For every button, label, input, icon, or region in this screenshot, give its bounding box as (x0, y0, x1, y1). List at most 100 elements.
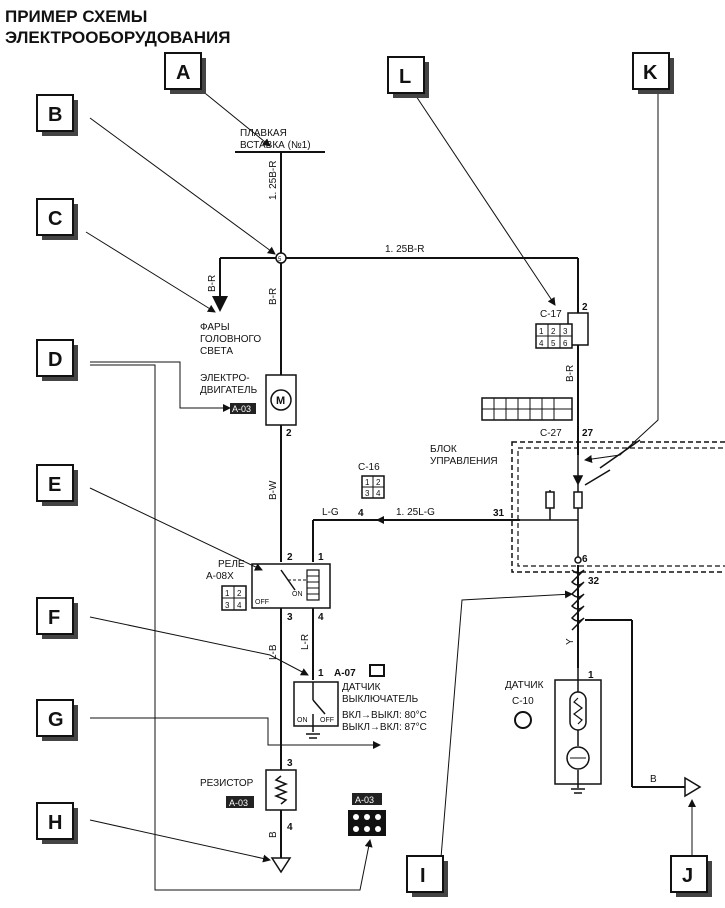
wire-label-main: 1. 25B-R (268, 161, 279, 200)
svg-text:I: I (420, 865, 426, 887)
c17-connector-grid: 1 2 3 4 5 6 (535, 323, 573, 349)
c27-pin: 27 (582, 428, 594, 439)
svg-text:D: D (48, 349, 62, 371)
wire-label-relay-ctrl: 1. 25L-G (396, 507, 435, 518)
control-unit-label-1: БЛОК (430, 444, 457, 455)
svg-text:A: A (176, 62, 190, 84)
fuse-label-1: ПЛАВКАЯ (240, 128, 287, 139)
c27-connector-grid (481, 397, 573, 421)
fuse-label-2: ВСТАВКА (№1) (240, 140, 311, 151)
callout-E: E (36, 464, 78, 506)
svg-text:3: 3 (225, 601, 230, 610)
switch-label-2: ВЫКЛЮЧАТЕЛЬ (342, 694, 419, 705)
resistor-label: РЕЗИСТОР (200, 778, 254, 789)
motor-label-2: ДВИГАТЕЛЬ (200, 385, 258, 396)
wire-label-relay-bl: L-B (268, 644, 279, 660)
svg-text:F: F (48, 607, 60, 629)
control-unit-label-2: УПРАВЛЕНИЯ (430, 456, 498, 467)
svg-text:C: C (48, 208, 62, 230)
callout-G: G (36, 699, 78, 741)
wire-label-relay-left: L-G (322, 507, 339, 518)
wire-label-motor-relay: B-W (268, 480, 279, 500)
relay-pin-3: 3 (287, 612, 293, 623)
svg-text:4: 4 (237, 601, 242, 610)
svg-text:5: 5 (551, 339, 556, 348)
c16-name: C-16 (358, 462, 380, 473)
relay-on: ON (292, 591, 303, 598)
svg-text:B: B (48, 104, 62, 126)
switch-cond-1: ВКЛ→ВЫКЛ: 80°C (342, 710, 427, 721)
sensor-code: C-10 (512, 696, 534, 707)
relay-label-1: РЕЛЕ (218, 559, 245, 570)
svg-text:3: 3 (563, 327, 568, 336)
switch-code: A-07 (334, 668, 356, 679)
wire-label-sensor: Y (565, 638, 576, 645)
c17-name: C-17 (540, 309, 562, 320)
switch-label-1: ДАТЧИК (342, 682, 381, 693)
svg-text:3: 3 (365, 489, 370, 498)
wire-label-headlight: B-R (207, 275, 218, 292)
control-unit-pin-left: 31 (493, 508, 505, 519)
motor-pin: 2 (286, 428, 292, 439)
control-unit-pin-bottom: 6 (582, 554, 588, 565)
headlights-label-2: ГОЛОВНОГО (200, 334, 261, 345)
title-line-1: ПРИМЕР СХЕМЫ (5, 7, 147, 26)
callout-A: A (164, 52, 206, 94)
motor-symbol: M (265, 374, 297, 426)
relay-pin-4: 4 (318, 612, 324, 623)
svg-text:M: M (276, 395, 285, 407)
switch-connector-icon (369, 664, 385, 677)
svg-text:L: L (399, 66, 411, 88)
sensor-connector-icon (514, 711, 532, 729)
c27-name: C-27 (540, 428, 562, 439)
resistor-pin-bottom: 4 (287, 822, 293, 833)
relay-off: OFF (255, 599, 269, 606)
svg-text:H: H (48, 812, 62, 834)
callout-B: B (36, 94, 78, 136)
c16-pin: 4 (358, 508, 364, 519)
svg-text:1: 1 (539, 327, 544, 336)
callout-I: I (406, 855, 448, 897)
c16-arrow (376, 516, 384, 524)
c17-pin: 2 (582, 302, 588, 313)
callout-L: L (387, 56, 429, 98)
resistor-pin-top: 3 (287, 758, 293, 769)
switch-symbol (293, 681, 339, 739)
switch-pin: 1 (318, 668, 324, 679)
control-unit-box (511, 441, 725, 573)
junction-label: 5 (278, 257, 282, 263)
svg-text:2: 2 (376, 478, 381, 487)
wire-label-ground-right: B (650, 774, 657, 785)
headlights-label-3: СВЕТА (200, 346, 233, 357)
wire-lines (212, 151, 685, 860)
ground-symbol-right (684, 776, 702, 798)
switch-off: OFF (320, 717, 334, 724)
c16-connector-grid: 1 2 3 4 (361, 475, 385, 499)
resistor-code-badge (226, 796, 254, 808)
resistor-symbol (265, 769, 297, 811)
svg-text:G: G (48, 709, 64, 731)
resistor-code: A-03 (229, 798, 248, 808)
switch-cond-2: ВЫКЛ→ВКЛ: 87°C (342, 722, 427, 733)
callout-H: H (36, 802, 78, 844)
sensor-symbol (554, 668, 602, 794)
sensor-label: ДАТЧИК (505, 680, 544, 691)
svg-text:J: J (682, 865, 693, 887)
a03-code-badge (352, 793, 382, 805)
relay-label-2: A-08X (206, 571, 234, 582)
control-unit-internals (520, 439, 641, 564)
motor-label-1: ЭЛЕКТРО- (200, 373, 250, 384)
switch-on: ON (297, 717, 308, 724)
wire-label-motor: B-R (268, 288, 279, 305)
svg-text:1: 1 (225, 589, 230, 598)
wire-label-c17: B-R (565, 365, 576, 382)
svg-text:4: 4 (376, 489, 381, 498)
svg-text:4: 4 (539, 339, 544, 348)
relay-symbol (251, 563, 331, 609)
callout-C: C (36, 198, 78, 240)
svg-text:6: 6 (563, 339, 568, 348)
wire-label-relay-br: L-R (300, 634, 311, 650)
ground-symbol-left (270, 857, 292, 874)
svg-text:2: 2 (237, 589, 242, 598)
